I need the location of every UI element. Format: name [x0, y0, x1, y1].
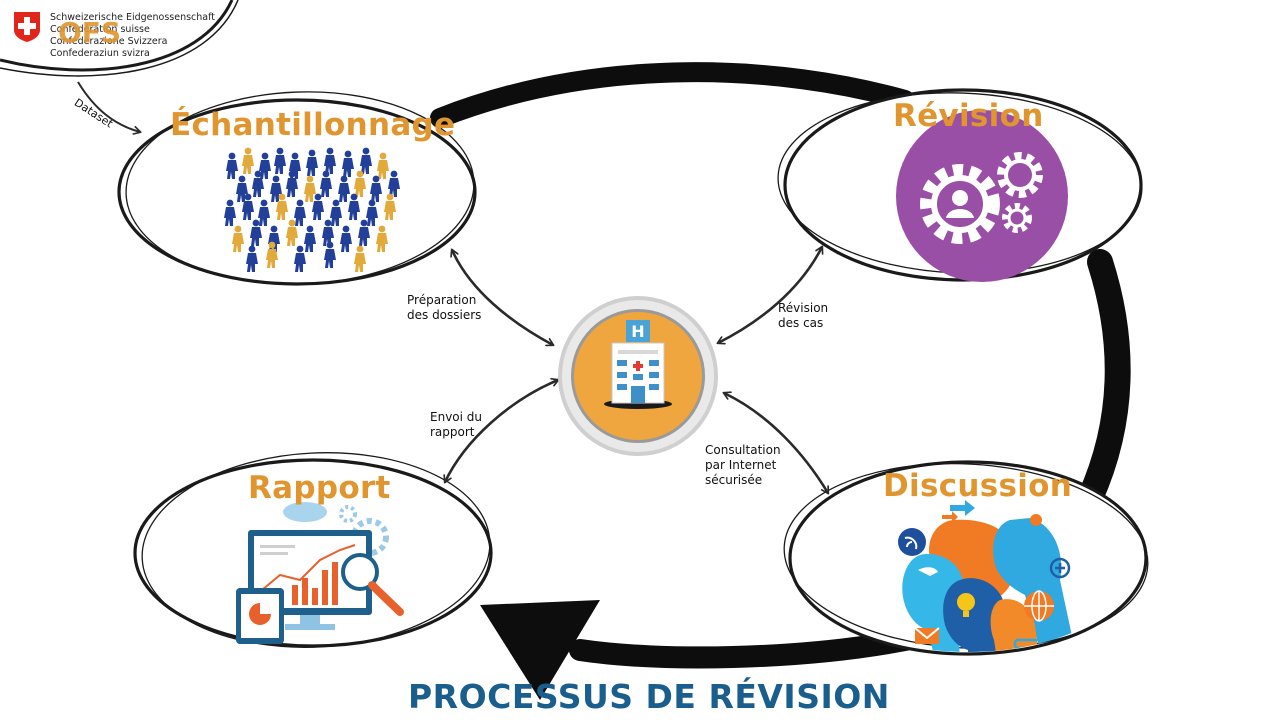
edge-label-send: Envoi du rapport	[430, 410, 483, 439]
person-figure	[348, 193, 360, 220]
person-figure	[242, 147, 254, 174]
analytics-report-icon	[236, 502, 404, 644]
person-figure	[246, 245, 258, 272]
person-figure	[259, 152, 271, 179]
edge-label-prep: Préparation des dossiers	[407, 293, 482, 322]
person-figure	[226, 152, 238, 179]
edge-consult	[724, 393, 828, 493]
logo-line-rm: Confederaziun svizra	[50, 48, 150, 59]
edge-send	[445, 380, 558, 482]
person-figure	[252, 170, 264, 197]
person-figure	[286, 170, 298, 197]
person-figure	[354, 245, 366, 272]
confederation-names: Schweizerische Eidgenossenschaft Confédé…	[50, 12, 215, 60]
person-figure	[324, 241, 336, 268]
person-figure	[340, 225, 352, 252]
gears-user-icon	[896, 110, 1068, 282]
person-figure	[258, 199, 270, 226]
dataset-arrow	[77, 81, 140, 132]
person-figure	[338, 175, 350, 202]
person-figure	[366, 199, 378, 226]
person-figure	[322, 219, 334, 246]
cycle-arrowhead	[480, 600, 600, 700]
person-figure	[304, 175, 316, 202]
person-figure	[384, 193, 396, 220]
person-figure	[377, 152, 389, 179]
edge-label-review: Révision des cas	[778, 301, 829, 330]
person-figure	[224, 199, 236, 226]
logo-line-it: Confederazione Svizzera	[50, 36, 168, 47]
node-title-report: Rapport	[248, 470, 391, 506]
person-figure	[388, 170, 400, 197]
page-title: PROCESSUS DE RÉVISION	[408, 677, 890, 716]
hospital-icon: H	[604, 320, 672, 409]
person-figure	[330, 199, 342, 226]
person-figure	[266, 241, 278, 268]
logo-line-de: Schweizerische Eidgenossenschaft	[50, 12, 216, 23]
hospital-letter: H	[631, 322, 644, 341]
person-figure	[324, 147, 336, 174]
person-figure	[304, 225, 316, 252]
ofs-acronym: OFS	[58, 16, 122, 49]
person-figure	[358, 219, 370, 246]
person-figure	[294, 199, 306, 226]
logo-bubble	[0, 0, 239, 77]
person-figure	[376, 225, 388, 252]
person-figure	[274, 147, 286, 174]
person-figure	[250, 219, 262, 246]
person-figure	[360, 147, 372, 174]
person-figure	[342, 150, 354, 177]
edge-review	[718, 247, 822, 343]
logo-line-fr: Confédération suisse	[50, 24, 150, 35]
edge-label-consult: Consultation par Internet sécurisée	[705, 443, 781, 487]
hub-node: H	[558, 296, 718, 456]
people-crowd-icon	[224, 147, 400, 272]
edge-prep	[452, 250, 553, 345]
person-figure	[312, 193, 324, 220]
node-title-sampling: Échantillonnage	[170, 107, 456, 143]
person-figure	[294, 245, 306, 272]
cycle-arrow	[430, 62, 1131, 700]
node-title-revision: Révision	[893, 98, 1044, 134]
discussion-heads-icon	[898, 500, 1075, 652]
swiss-cross-logo	[14, 12, 40, 42]
person-figure	[370, 175, 382, 202]
node-title-discussion: Discussion	[883, 468, 1073, 504]
person-figure	[320, 170, 332, 197]
person-figure	[354, 170, 366, 197]
person-figure	[232, 225, 244, 252]
person-figure	[242, 193, 254, 220]
person-figure	[306, 149, 318, 176]
person-figure	[286, 219, 298, 246]
person-figure	[276, 193, 288, 220]
